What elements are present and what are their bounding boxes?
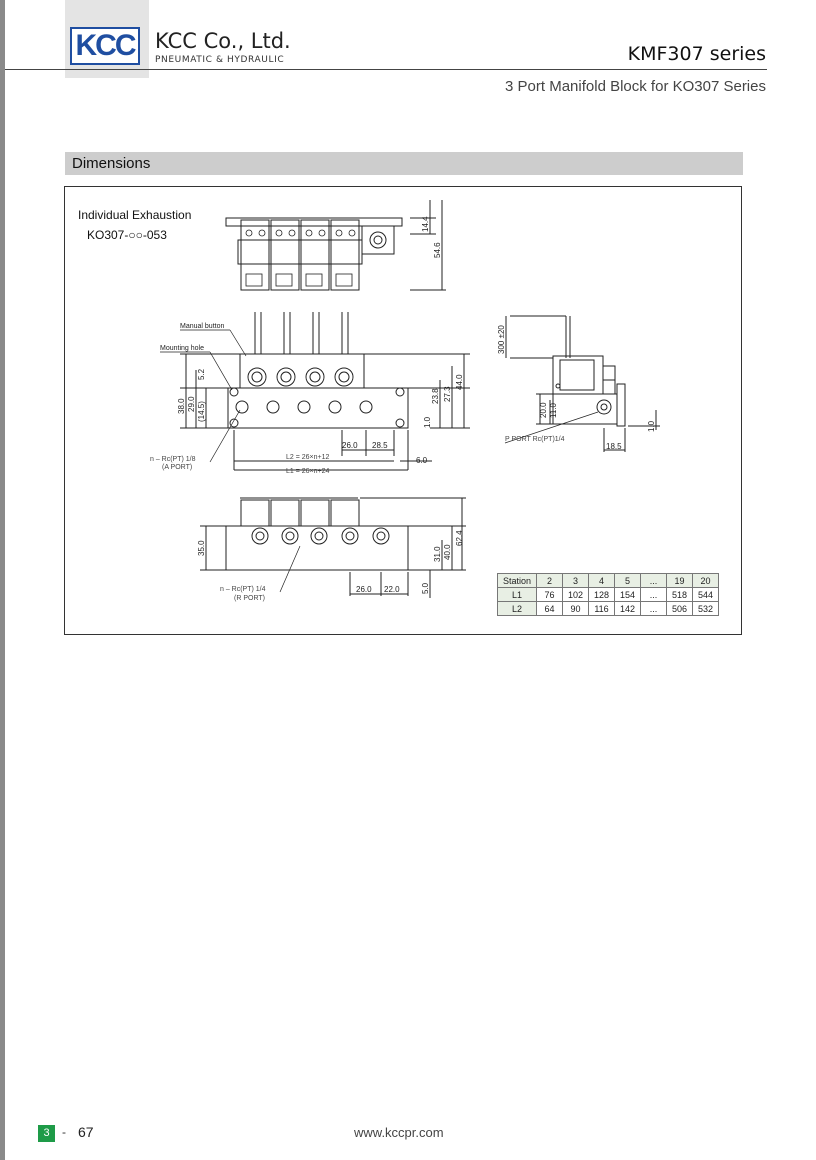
bottom-view [200,497,466,598]
company-name: KCC Co., Ltd. [155,29,291,53]
dim-62-4: 62.4 [455,530,464,546]
dim-44-0: 44.0 [455,374,464,390]
callout-r-port-sub: (R PORT) [234,595,265,602]
dim-22-0: 22.0 [384,585,400,594]
table-row: L1 76 102 128 154 ... 518 544 [497,587,719,602]
table-cell: ... [640,587,667,602]
table-header-cell: 4 [588,573,615,588]
chapter-badge: 3 [38,1125,55,1142]
dim-28-5: 28.5 [372,441,388,450]
header-rule [5,69,767,70]
table-cell: 90 [562,601,589,616]
dim-27-3: 27.3 [443,386,452,402]
page-separator: - [62,1125,66,1139]
table-cell: 532 [692,601,719,616]
dim-26-0-front: 26.0 [342,441,358,450]
callout-a-port: n – Rc(PT) 1/8 [150,456,196,463]
callout-p-port: P PORT Rc(PT)1/4 [505,436,565,443]
dim-14-4: 14.4 [421,216,430,232]
dim-29-0: 29.0 [187,396,196,412]
section-title: Dimensions [72,155,151,172]
table-row: L2 64 90 116 142 ... 506 532 [497,601,719,616]
series-title: KMF307 series [627,43,766,65]
dim-23-8: 23.8 [431,388,440,404]
dim-18-5: 18.5 [606,442,622,451]
dim-1-0-side: 1.0 [647,420,656,432]
dimension-table: Station 2 3 4 5 ... 19 20 L1 76 102 128 … [497,573,719,616]
logo-text: KCC [75,29,137,62]
table-cell: 506 [666,601,693,616]
table-cell: 128 [588,587,615,602]
page-number: 67 [78,1124,94,1140]
page-subtitle: 3 Port Manifold Block for KO307 Series [505,78,766,95]
dim-31-0: 31.0 [433,546,442,562]
dim-14-5: (14.5) [197,401,206,422]
dim-l1: L1 = 26×n+24 [286,468,330,475]
table-header-cell: 5 [614,573,641,588]
table-cell: L2 [497,601,537,616]
top-view [225,200,446,291]
table-header-cell: 20 [692,573,719,588]
dim-38-0: 38.0 [177,398,186,414]
table-cell: 518 [666,587,693,602]
dim-11-0: 11.0 [549,402,558,418]
dim-6-0: 6.0 [416,456,428,465]
callout-a-port-sub: (A PORT) [162,464,192,471]
table-header-cell: ... [640,573,667,588]
side-view [504,315,660,452]
callout-r-port: n – Rc(PT) 1/4 [220,586,266,593]
dim-54-6: 54.6 [433,242,442,258]
table-header-cell: 2 [536,573,563,588]
table-cell: 142 [614,601,641,616]
exhaustion-label: Individual Exhaustion [78,208,192,222]
footer-url[interactable]: www.kccpr.com [354,1125,444,1140]
table-cell: 154 [614,587,641,602]
dim-l2: L2 = 26×n+12 [286,454,330,461]
callout-mounting-hole: Mounting hole [160,345,204,352]
dim-20-0: 20.0 [539,402,548,418]
table-header-cell: 19 [666,573,693,588]
table-header-cell: 3 [562,573,589,588]
table-cell: 544 [692,587,719,602]
table-cell: 64 [536,601,563,616]
table-cell: ... [640,601,667,616]
callout-manual-button: Manual button [180,323,224,330]
dim-5-2: 5.2 [197,368,206,380]
dim-300: 300 ±20 [497,325,506,354]
dim-1-0-front: 1.0 [423,416,432,428]
section-header: Dimensions [65,152,743,175]
company-tagline: PNEUMATIC & HYDRAULIC [155,55,285,65]
logo-background: KCC [65,0,149,78]
table-header-cell: Station [497,573,537,588]
kcc-logo: KCC [70,27,140,65]
table-cell: 116 [588,601,615,616]
table-cell: L1 [497,587,537,602]
table-cell: 102 [562,587,589,602]
dim-5-0: 5.0 [421,582,430,594]
dimensions-frame [64,186,742,635]
dim-26-0-bottom: 26.0 [356,585,372,594]
table-header-row: Station 2 3 4 5 ... 19 20 [497,573,719,588]
dim-35-0: 35.0 [197,540,206,556]
model-code: KO307-○○-053 [87,228,167,242]
table-cell: 76 [536,587,563,602]
front-view [160,312,470,471]
left-margin-rule [0,0,5,1160]
dim-40-0: 40.0 [443,544,452,560]
